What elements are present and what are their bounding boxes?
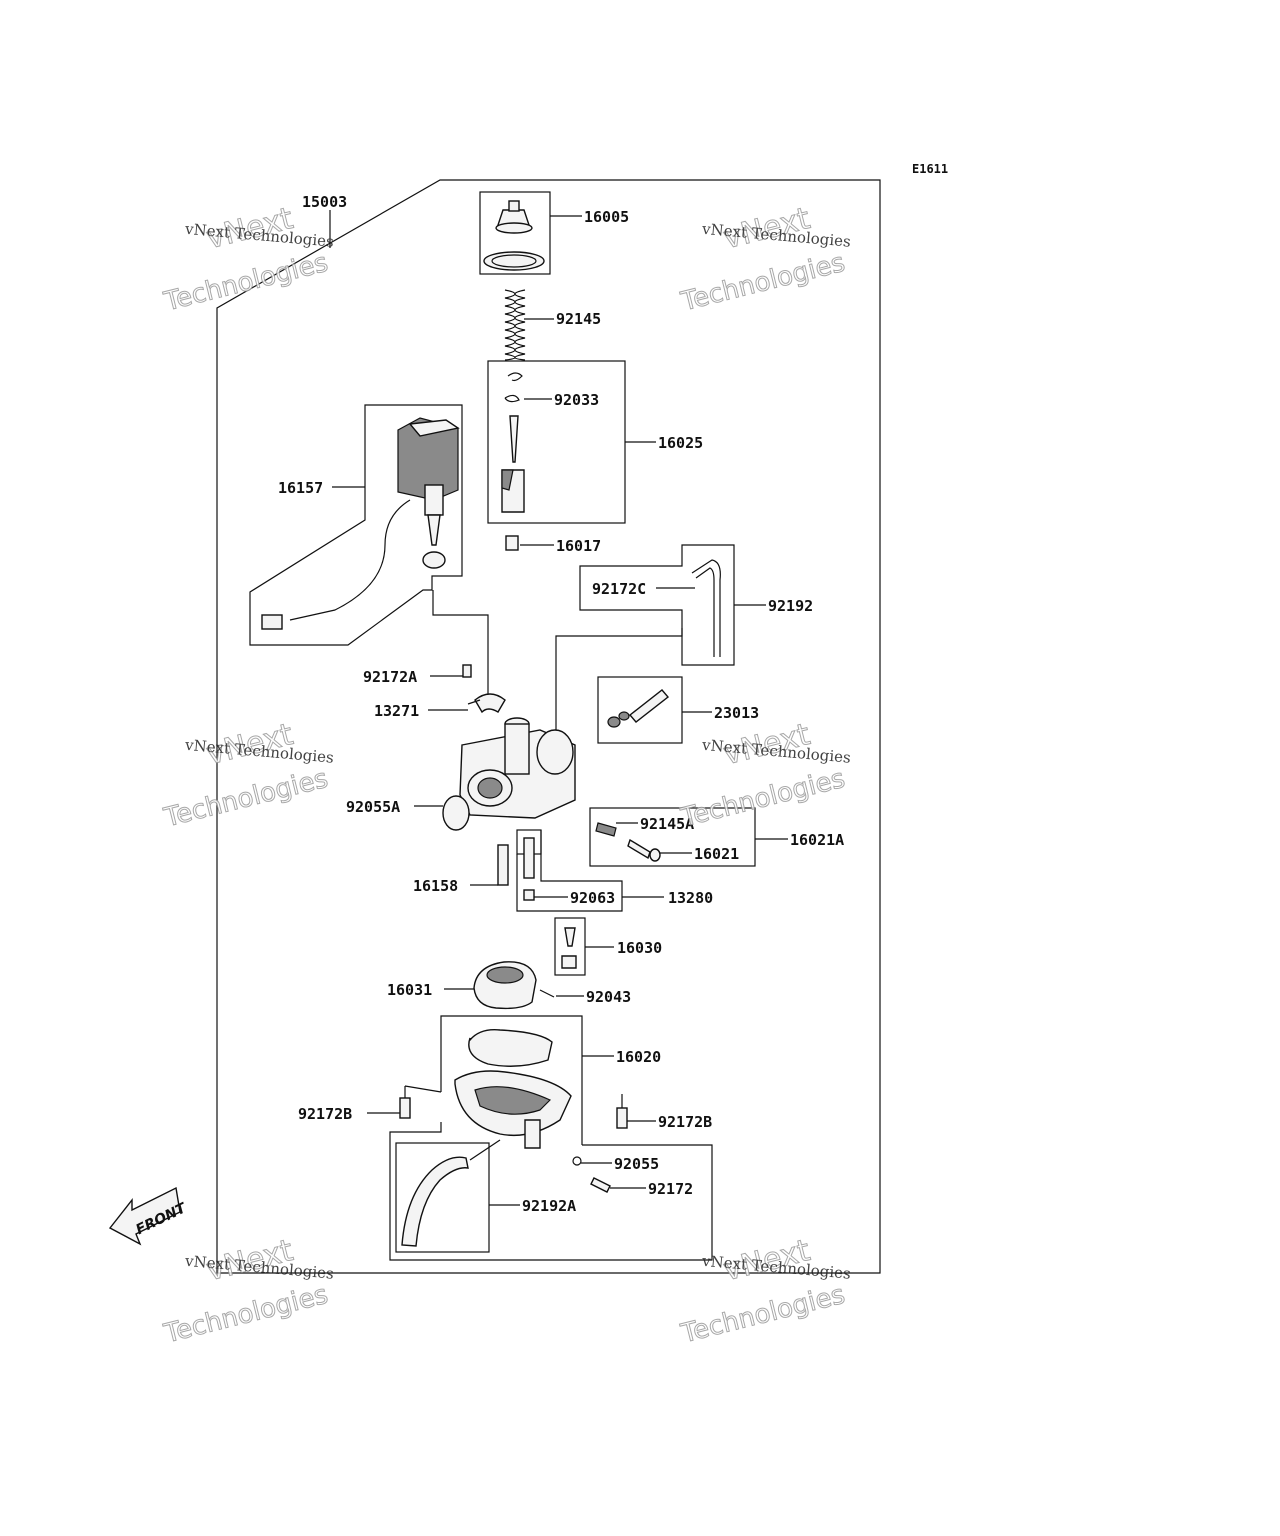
o-ring-92055A[interactable] bbox=[442, 795, 470, 831]
label-92063[interactable]: 92063 bbox=[570, 889, 615, 907]
label-92043[interactable]: 92043 bbox=[586, 988, 631, 1006]
label-92145A[interactable]: 92145A bbox=[640, 815, 694, 833]
label-16030[interactable]: 16030 bbox=[617, 939, 662, 957]
label-15003[interactable]: 15003 bbox=[302, 193, 347, 211]
auto-choke-16157[interactable] bbox=[249, 404, 463, 646]
leader-lines bbox=[329, 210, 788, 1206]
label-92192[interactable]: 92192 bbox=[768, 597, 813, 615]
label-16025[interactable]: 16025 bbox=[658, 434, 703, 452]
label-92192A[interactable]: 92192A bbox=[522, 1197, 576, 1215]
spring-92145[interactable] bbox=[504, 289, 526, 361]
label-16017[interactable]: 16017 bbox=[556, 537, 601, 555]
part-labels: 15003 16005 92145 92033 16025 16157 1601… bbox=[278, 193, 844, 1215]
float-chamber-16020[interactable] bbox=[440, 1015, 583, 1149]
label-92145[interactable]: 92145 bbox=[556, 310, 601, 328]
screw-92172B-left[interactable] bbox=[399, 1086, 411, 1119]
label-16005[interactable]: 16005 bbox=[584, 208, 629, 226]
label-92172C[interactable]: 92172C bbox=[592, 580, 646, 598]
front-arrow-icon: FRONT bbox=[108, 1186, 190, 1246]
label-92055A[interactable]: 92055A bbox=[346, 798, 400, 816]
label-16158[interactable]: 16158 bbox=[413, 877, 458, 895]
label-92033[interactable]: 92033 bbox=[554, 391, 599, 409]
diagram-code: E1611 bbox=[912, 162, 948, 176]
svg-text:Technologies: Technologies bbox=[678, 248, 848, 318]
screw-92172B-right[interactable] bbox=[616, 1094, 628, 1129]
svg-text:Technologies: Technologies bbox=[678, 1280, 848, 1350]
float-16031[interactable] bbox=[473, 961, 555, 1010]
watermark-top-right: vNext Technologies vNext Technologies bbox=[677, 201, 851, 318]
tube-92192[interactable] bbox=[579, 544, 735, 666]
screw-set-16021A[interactable] bbox=[589, 807, 756, 867]
label-92055[interactable]: 92055 bbox=[614, 1155, 659, 1173]
label-92172A[interactable]: 92172A bbox=[363, 668, 417, 686]
watermark-bottom-left: vNext Technologies vNext Technologies bbox=[160, 1233, 334, 1350]
label-13271[interactable]: 13271 bbox=[374, 702, 419, 720]
svg-text:Technologies: Technologies bbox=[161, 764, 331, 834]
label-16031[interactable]: 16031 bbox=[387, 981, 432, 999]
screw-23013[interactable] bbox=[597, 676, 683, 744]
float-valve-16030[interactable] bbox=[554, 917, 586, 976]
jets-13280[interactable] bbox=[497, 829, 623, 912]
label-92172B-right[interactable]: 92172B bbox=[658, 1113, 712, 1131]
svg-text:Technologies: Technologies bbox=[161, 1280, 331, 1350]
label-16020[interactable]: 16020 bbox=[616, 1048, 661, 1066]
svg-text:Technologies: Technologies bbox=[678, 764, 848, 834]
label-16021[interactable]: 16021 bbox=[694, 845, 739, 863]
throttle-valve-16025[interactable] bbox=[487, 360, 626, 524]
label-16021A[interactable]: 16021A bbox=[790, 831, 844, 849]
cap-16005[interactable] bbox=[479, 191, 551, 275]
label-23013[interactable]: 23013 bbox=[714, 704, 759, 722]
watermark-bottom-right: vNext Technologies vNext Technologies bbox=[677, 1233, 851, 1350]
watermark-top-left: vNext Technologies vNext Technologies bbox=[160, 201, 334, 318]
watermark-mid-right: vNext Technologies vNext Technologies bbox=[677, 717, 851, 834]
drain-tube-92192A[interactable] bbox=[389, 1085, 713, 1261]
assembly-outline bbox=[216, 179, 881, 1274]
label-13280[interactable]: 13280 bbox=[668, 889, 713, 907]
label-92172B-left[interactable]: 92172B bbox=[298, 1105, 352, 1123]
jet-16017[interactable] bbox=[505, 535, 519, 551]
label-16157[interactable]: 16157 bbox=[278, 479, 323, 497]
watermark-mid-left: vNext Technologies vNext Technologies bbox=[160, 717, 334, 834]
svg-text:Technologies: Technologies bbox=[161, 248, 331, 318]
label-92172[interactable]: 92172 bbox=[648, 1180, 693, 1198]
